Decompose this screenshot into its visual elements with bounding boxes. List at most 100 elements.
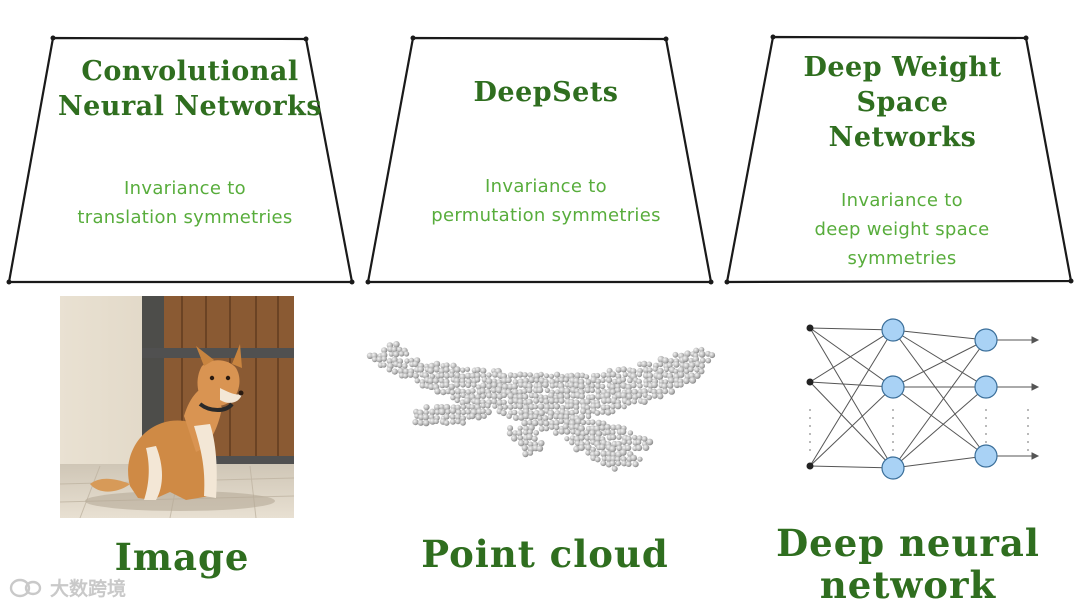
point-cloud-point	[579, 393, 585, 400]
point-cloud-point	[578, 435, 585, 441]
point-cloud-point	[547, 414, 554, 420]
point-cloud-point	[448, 383, 455, 390]
point-cloud-point	[668, 388, 675, 395]
point-cloud-point	[544, 387, 550, 393]
point-cloud-point	[573, 445, 580, 453]
point-cloud-point	[678, 366, 685, 373]
point-cloud-point	[584, 398, 591, 405]
point-cloud-point	[443, 420, 450, 426]
point-cloud-point	[554, 377, 560, 383]
point-cloud-point	[626, 439, 632, 445]
point-cloud-point	[501, 392, 507, 398]
point-cloud-point	[558, 377, 565, 383]
point-cloud-point	[694, 372, 701, 379]
point-cloud-point	[534, 377, 540, 383]
nn-ellipsis-dot	[1027, 425, 1029, 427]
point-cloud-point	[480, 382, 487, 389]
point-cloud-point	[610, 429, 616, 435]
point-cloud-point	[521, 388, 528, 394]
point-cloud-point	[636, 371, 643, 378]
point-cloud-point	[647, 377, 653, 383]
point-cloud-point	[495, 386, 503, 394]
point-cloud-point	[491, 382, 498, 389]
point-cloud-point	[656, 373, 664, 380]
caption-line: Deep neural	[776, 521, 1040, 565]
nn-edge	[892, 455, 987, 469]
point-cloud-point	[589, 419, 596, 425]
point-cloud-point	[640, 360, 648, 368]
nn-input-node	[806, 324, 814, 332]
point-cloud-point	[512, 414, 520, 421]
point-cloud-point	[522, 450, 529, 458]
point-cloud-point	[455, 404, 461, 411]
nn-ellipsis-dot	[985, 433, 987, 435]
card-subtitle-line: symmetries	[847, 248, 957, 269]
point-cloud-point	[532, 414, 539, 420]
point-cloud-point	[532, 393, 539, 399]
point-cloud-point	[480, 408, 486, 414]
point-cloud-point	[434, 388, 441, 395]
point-cloud-point	[453, 377, 461, 384]
point-cloud-point	[528, 414, 535, 421]
point-cloud-point	[450, 407, 457, 414]
point-cloud-point	[474, 377, 481, 383]
point-cloud-point	[646, 361, 653, 368]
nn-ellipsis-dot	[892, 417, 894, 419]
point-cloud-point	[521, 419, 528, 427]
point-cloud-point	[523, 408, 530, 415]
point-cloud-point	[496, 399, 503, 406]
point-cloud-point	[443, 366, 450, 373]
point-cloud-point	[548, 392, 555, 399]
point-cloud-point	[460, 409, 467, 416]
point-cloud-point	[622, 372, 628, 378]
nn-ellipsis-dot	[809, 409, 811, 411]
point-cloud-point	[485, 378, 493, 385]
nn-ellipsis-dot	[985, 425, 987, 427]
caption-line: Point cloud	[421, 532, 669, 576]
watermark-text: 大数跨境	[50, 578, 127, 600]
point-cloud-point	[528, 403, 535, 410]
point-cloud-point	[398, 351, 405, 357]
point-cloud-point	[418, 414, 425, 421]
point-cloud-point	[646, 438, 654, 446]
point-cloud-point	[491, 398, 498, 405]
point-cloud-point	[620, 382, 627, 389]
point-cloud-point	[585, 450, 591, 456]
point-cloud-point	[668, 377, 675, 384]
point-cloud-point	[537, 415, 543, 421]
caption-line: Image	[114, 535, 250, 579]
card-title-line: Deep Weight	[803, 52, 1002, 83]
point-cloud-point	[454, 388, 462, 395]
point-cloud-point	[580, 419, 587, 426]
point-cloud-point	[422, 413, 430, 421]
caption-deep-neural-network: Deep neural network	[770, 522, 1046, 606]
point-cloud-point	[610, 451, 617, 458]
point-cloud-point	[652, 366, 658, 372]
card-title-line: Convolutional	[81, 56, 299, 87]
point-cloud-point	[605, 397, 612, 404]
point-cloud-point	[412, 372, 419, 379]
point-cloud-point	[531, 435, 538, 442]
point-cloud-point	[432, 377, 439, 384]
point-cloud-point	[590, 455, 597, 461]
point-cloud-point	[559, 404, 566, 411]
nn-ellipsis-dot	[809, 425, 811, 427]
card-title-line: Networks	[828, 122, 977, 153]
point-cloud-point	[609, 460, 616, 467]
nn-edge	[809, 381, 894, 469]
point-cloud-point	[542, 415, 549, 422]
point-cloud-point	[663, 366, 670, 372]
point-cloud-point	[486, 383, 492, 390]
point-cloud-point	[585, 409, 592, 416]
point-cloud-point	[543, 403, 551, 411]
point-cloud-point	[668, 358, 674, 364]
point-cloud-point	[574, 418, 582, 425]
point-cloud-point	[500, 409, 507, 417]
point-cloud-point	[584, 386, 591, 394]
point-cloud-point	[573, 382, 580, 389]
point-cloud-point	[543, 425, 550, 432]
point-cloud-point	[683, 377, 690, 385]
point-cloud-point	[594, 410, 601, 416]
point-cloud-point	[548, 373, 555, 379]
